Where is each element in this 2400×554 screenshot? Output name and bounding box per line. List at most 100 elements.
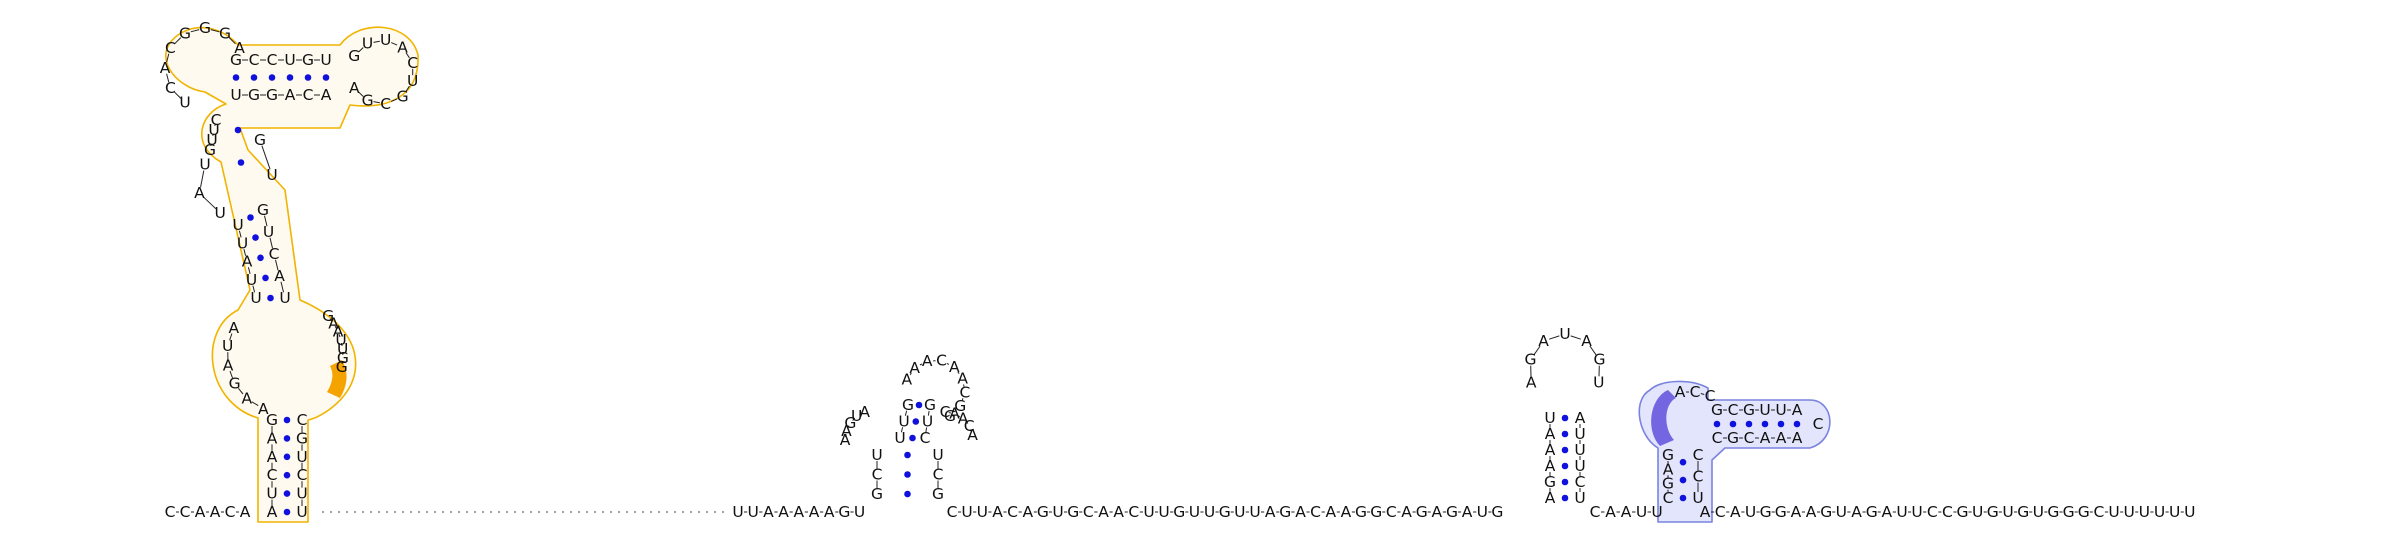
strand-nucleotide: C xyxy=(1128,503,1139,521)
backbone-segment xyxy=(280,281,284,293)
base-pair-dot xyxy=(1679,494,1687,502)
backbone-segment xyxy=(405,85,410,92)
bulge-nucleotide: U xyxy=(199,156,210,174)
backbone-segment xyxy=(338,334,341,338)
backbone-segment xyxy=(228,37,236,45)
loop-nucleotide: A xyxy=(234,39,245,57)
base-pair-dot xyxy=(1561,462,1569,470)
interior-nucleotide: G xyxy=(844,414,856,432)
backbone-segment xyxy=(1533,345,1541,356)
strand-nucleotide: C xyxy=(1590,503,1601,521)
backbone-segment xyxy=(174,37,182,45)
stem-nucleotide: C xyxy=(1693,446,1704,464)
backbone-segment xyxy=(203,196,217,210)
stem-nucleotide: U xyxy=(922,413,933,431)
arm-nucleotide: U xyxy=(1775,401,1786,419)
backbone-segment xyxy=(269,237,273,249)
backbone-segment xyxy=(859,412,863,416)
base-pair-dot xyxy=(1777,420,1785,428)
backbone-segment xyxy=(275,259,279,271)
base-pair-dot xyxy=(1561,494,1569,502)
five-prime-nucleotide: C xyxy=(180,503,191,521)
strand-nucleotide: C xyxy=(947,503,958,521)
orange-domain-outline xyxy=(165,26,419,523)
stem-nucleotide: U xyxy=(296,503,307,521)
base-pair-dot xyxy=(257,254,264,262)
arm-nucleotide: G xyxy=(1727,429,1739,447)
backbone-segment xyxy=(210,29,220,33)
interior-nucleotide: A xyxy=(859,403,870,421)
strand-nucleotide: C xyxy=(1386,503,1397,521)
backbone-segment xyxy=(391,98,398,102)
backbone-segment xyxy=(238,387,244,395)
stem-nucleotide: C xyxy=(267,466,278,484)
loop-nucleotide: A xyxy=(909,359,920,377)
loop-nucleotide: G xyxy=(1593,351,1605,369)
three-prime-nucleotide: U xyxy=(1911,503,1922,521)
three-prime-nucleotide: G xyxy=(1775,503,1787,521)
arm-nucleotide: G xyxy=(248,86,260,104)
blue-highlight-segment xyxy=(1651,390,1676,446)
base-pair-dot xyxy=(283,453,291,461)
backbone-segment xyxy=(373,101,380,104)
base-pair-dot xyxy=(909,434,916,442)
arm-nucleotide: C xyxy=(303,86,314,104)
loop-nucleotide: G xyxy=(219,24,231,42)
loop-nucleotide: G xyxy=(229,375,241,393)
arm-nucleotide: U xyxy=(1759,401,1770,419)
backbone-segment xyxy=(900,427,904,433)
strand-nucleotide: A xyxy=(1462,503,1473,521)
interior-nucleotide: A xyxy=(841,422,852,440)
strand-nucleotide: G xyxy=(1416,503,1428,521)
base-pair-dot xyxy=(1561,478,1569,486)
strand-nucleotide: A xyxy=(1113,503,1124,521)
loop-nucleotide: C xyxy=(407,54,418,72)
backbone-segment xyxy=(965,421,968,424)
arm-nucleotide: C xyxy=(267,51,278,69)
three-prime-nucleotide: A xyxy=(1700,503,1711,521)
arm-nucleotide: G xyxy=(302,51,314,69)
strand-nucleotide: U xyxy=(961,503,972,521)
backbone-segment xyxy=(174,91,182,99)
stem-nucleotide: G xyxy=(871,485,883,503)
backbone-segment xyxy=(334,325,337,329)
backbone-segment xyxy=(405,52,410,59)
base-pair-dot xyxy=(1761,420,1769,428)
arm-nucleotide: A xyxy=(1760,429,1771,447)
backbone-segment xyxy=(264,215,268,227)
stem-nucleotide: A xyxy=(1575,409,1586,427)
backbone-segment xyxy=(261,145,271,170)
strand-nucleotide: U xyxy=(1636,503,1647,521)
loop-nucleotide: A xyxy=(1526,373,1537,391)
loop-nucleotide: A xyxy=(241,390,252,408)
stem-nucleotide: A xyxy=(267,448,278,466)
three-prime-nucleotide: U xyxy=(1836,503,1847,521)
stem-nucleotide: G xyxy=(1544,473,1556,491)
three-prime-nucleotide: A xyxy=(1881,503,1892,521)
orange-highlight-segment xyxy=(327,360,347,398)
bulge-nucleotide: A xyxy=(1675,383,1686,401)
loop-nucleotide: U xyxy=(222,337,233,355)
arm-nucleotide: A xyxy=(285,86,296,104)
interior-nucleotide: C xyxy=(964,417,975,435)
stem-nucleotide: C xyxy=(933,466,944,484)
loop-nucleotide: C xyxy=(165,39,176,57)
stem-nucleotide: G xyxy=(296,429,308,447)
loop-nucleotide: A xyxy=(349,79,360,97)
five-prime-nucleotide: A xyxy=(195,503,206,521)
stem-nucleotide: A xyxy=(1663,460,1674,478)
interior-nucleotide: A xyxy=(958,410,969,428)
interior-nucleotide: C xyxy=(940,403,951,421)
three-prime-nucleotide: A xyxy=(1730,503,1741,521)
loop-nucleotide: U xyxy=(179,94,190,112)
bulge-nucleotide: C xyxy=(1690,383,1701,401)
arm-nucleotide: U xyxy=(230,86,241,104)
stem-nucleotide: U xyxy=(250,289,261,307)
five-prime-nucleotide: C xyxy=(225,503,236,521)
loop-nucleotide: U xyxy=(407,72,418,90)
strand-nucleotide: G xyxy=(1037,503,1049,521)
stem-nucleotide: A xyxy=(242,253,253,271)
backbone-segment xyxy=(238,230,242,238)
strand-nucleotide: U xyxy=(977,503,988,521)
three-prime-nucleotide: G xyxy=(1866,503,1878,521)
